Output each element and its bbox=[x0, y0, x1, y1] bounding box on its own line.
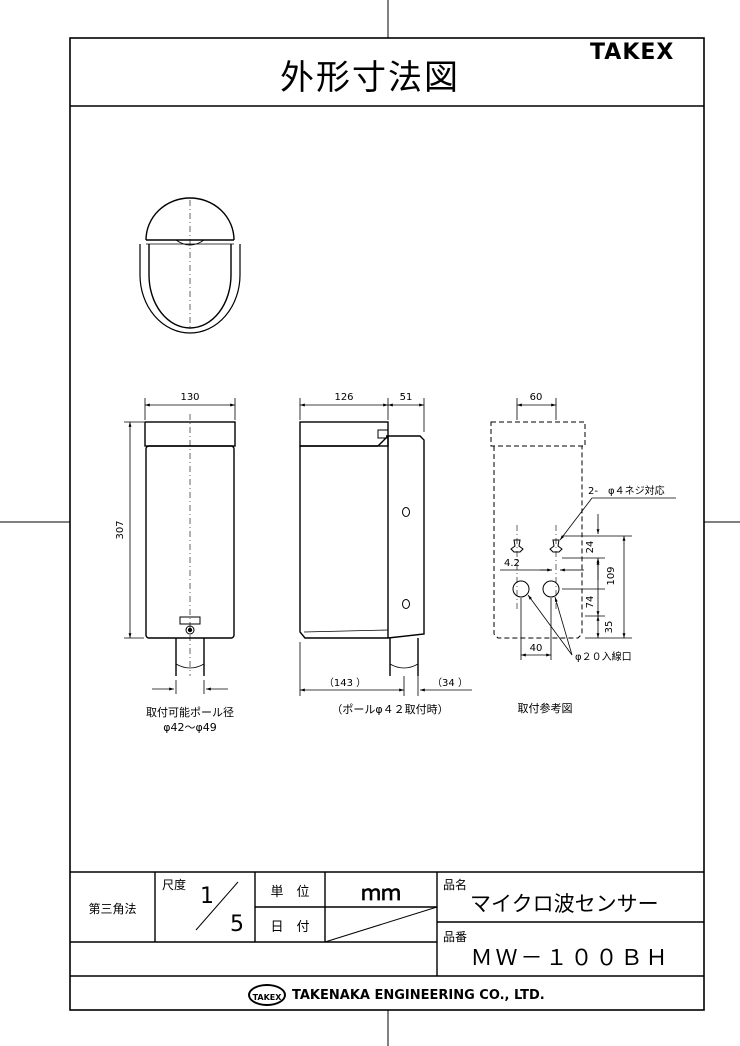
back-dim-40: 40 bbox=[530, 643, 543, 654]
back-inlet-note: φ２０入線口 bbox=[575, 650, 632, 663]
page-title: 外形寸法図 bbox=[280, 58, 460, 98]
front-view bbox=[144, 414, 236, 676]
back-width-dim: 60 bbox=[530, 392, 543, 403]
company-name: TAKENAKA ENGINEERING CO., LTD. bbox=[292, 988, 545, 1003]
side-bottom-left-dim: （143 ） bbox=[324, 677, 366, 689]
title-block-grid bbox=[70, 871, 704, 977]
projection-method: 第三角法 bbox=[88, 902, 137, 916]
product-code-label: 品番 bbox=[443, 930, 468, 944]
back-dim-109: 109 bbox=[606, 566, 617, 585]
company-logo-text: TAKEX bbox=[252, 993, 282, 1002]
front-dimensions bbox=[124, 398, 236, 694]
unit-value: ｍｍ bbox=[361, 881, 401, 905]
scale-numerator: 1 bbox=[200, 884, 214, 909]
scale-label: 尺度 bbox=[162, 878, 187, 892]
back-dim-24: 24 bbox=[585, 541, 596, 554]
product-name: マイクロ波センサー bbox=[470, 892, 659, 916]
back-caption: 取付参考図 bbox=[517, 702, 573, 715]
product-name-label: 品名 bbox=[443, 878, 468, 892]
unit-label: 単 位 bbox=[270, 885, 310, 900]
side-width-dim: 126 bbox=[334, 392, 353, 403]
front-pole-note-1: 取付可能ポール径 bbox=[146, 706, 234, 719]
company-logo: TAKEX bbox=[248, 984, 286, 1006]
back-dim-74: 74 bbox=[585, 596, 596, 609]
side-view bbox=[299, 421, 425, 676]
top-view bbox=[139, 197, 241, 334]
back-offset-dim: 4.2 bbox=[504, 558, 520, 569]
back-dimensions bbox=[500, 398, 676, 660]
front-pole-note-2: φ42～φ49 bbox=[163, 721, 217, 734]
back-dim-35: 35 bbox=[604, 621, 615, 634]
side-note: （ポールφ４２取付時） bbox=[331, 703, 449, 716]
date-label: 日 付 bbox=[270, 920, 310, 935]
brand-logo: TAKEX bbox=[590, 40, 675, 65]
product-code: ＭＷ－１００ＢＨ bbox=[470, 946, 671, 971]
side-dimensions bbox=[299, 398, 472, 696]
side-depth-dim: 51 bbox=[400, 392, 413, 403]
front-width-dim: 130 bbox=[180, 392, 199, 403]
sheet-border bbox=[69, 37, 705, 1011]
back-screw-note: 2- φ４ネジ対応 bbox=[588, 484, 665, 497]
front-height-dim: 307 bbox=[115, 520, 126, 539]
back-holes bbox=[510, 539, 563, 598]
side-bottom-right-dim: （34 ） bbox=[432, 677, 468, 689]
scale-denominator: 5 bbox=[230, 912, 244, 937]
back-view bbox=[490, 421, 586, 639]
